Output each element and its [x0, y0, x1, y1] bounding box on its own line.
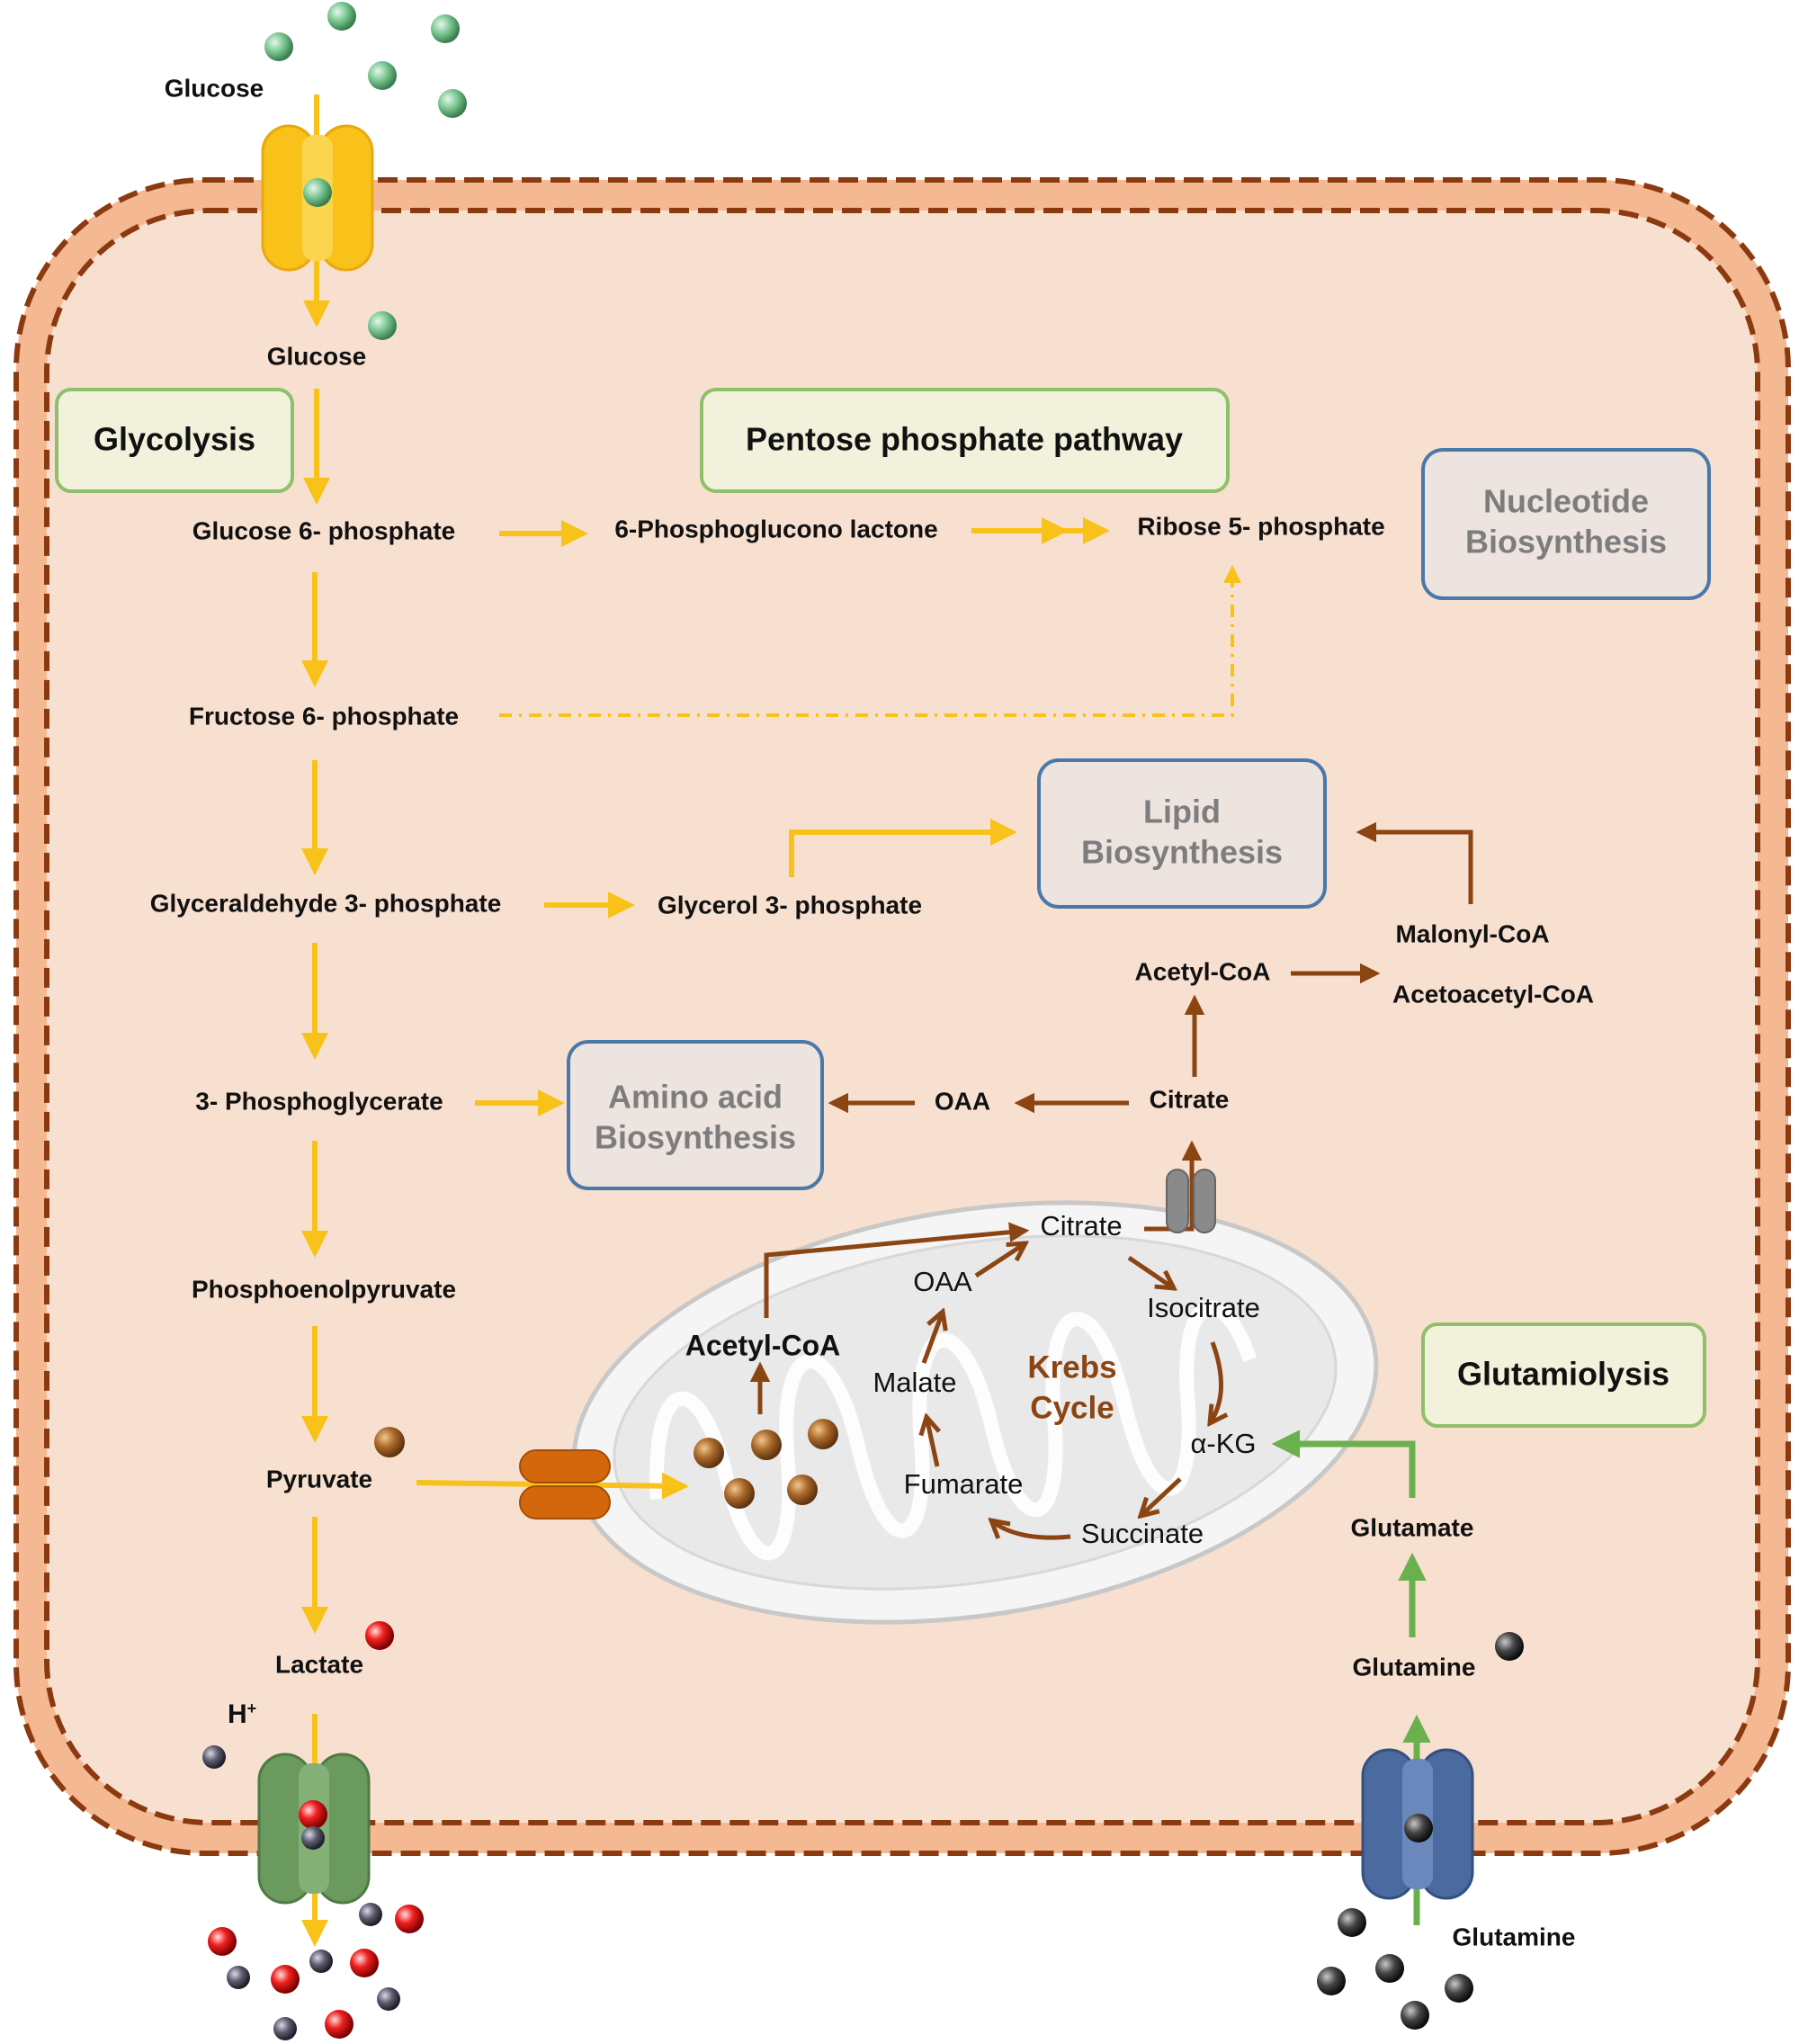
krebs-malate-label: Malate [873, 1367, 956, 1398]
arrow-acetylcoa-citrate [764, 1222, 1030, 1318]
g3p-label: Glycerol 3- phosphate [658, 891, 922, 919]
arrow-fumarate-malate [926, 1417, 937, 1467]
pyruvate-transporter [519, 1449, 611, 1520]
arrow-f6p-r5p-dashed [499, 565, 1241, 717]
pep-label: Phosphoenolpyruvate [192, 1275, 456, 1303]
krebs-citrate-label: Citrate [1040, 1210, 1122, 1242]
lactate-molecules [208, 1621, 424, 2039]
amino-label-2: Biosynthesis [595, 1119, 796, 1156]
oaa-cyto-label: OAA [935, 1087, 990, 1115]
krebs-title-2: Cycle [1030, 1390, 1114, 1425]
malonyl-coa-label: Malonyl-CoA [1395, 919, 1549, 947]
glycolysis-label: Glycolysis [94, 421, 255, 458]
krebs-acetyl-coa-label: Acetyl-CoA [685, 1329, 840, 1361]
citrate-cyto-label: Citrate [1150, 1085, 1230, 1113]
citrate-transporter [1166, 1169, 1216, 1233]
amino-acid-biosynthesis-box: Amino acid Biosynthesis [567, 1040, 824, 1190]
proton-label: H+ [228, 1699, 256, 1729]
glutaminolysis-box: Glutamiolysis [1421, 1322, 1706, 1428]
arrow-isocitrate-akg [1210, 1341, 1221, 1423]
nucleotide-label-1: Nucleotide [1483, 483, 1649, 520]
krebs-oaa-label: OAA [913, 1266, 972, 1297]
glutamate-label: Glutamate [1351, 1513, 1474, 1541]
glucose-label: Glucose [267, 342, 366, 370]
arrow-succinate-fumarate [991, 1520, 1071, 1540]
arrow-g3p-lipid [789, 819, 1017, 877]
3pg-label: 3- Phosphoglycerate [195, 1087, 443, 1115]
krebs-akg-label: α-KG [1190, 1428, 1256, 1459]
krebs-arrows [749, 821, 1473, 1540]
arrow-mito-citrate-export [1144, 1140, 1203, 1232]
ga3p-label: Glyceraldehyde 3- phosphate [150, 889, 502, 917]
proton-molecules [202, 1745, 400, 2040]
pyruvate-label: Pyruvate [266, 1465, 372, 1493]
nucleotide-label-2: Biosynthesis [1465, 524, 1667, 560]
outside-glutamine-label: Glutamine [1453, 1923, 1576, 1950]
arrow-citrate-isocitrate [1127, 1255, 1174, 1288]
outside-glucose-label: Glucose [165, 74, 264, 102]
r5p-label: Ribose 5- phosphate [1137, 512, 1384, 540]
arrow-glutamate-akg [1271, 1430, 1416, 1498]
glucose-transporter [261, 124, 374, 272]
lipid-biosynthesis-box: Lipid Biosynthesis [1037, 758, 1327, 909]
pyruvate-molecules [374, 1419, 838, 1509]
arrow-malate-oaa [921, 1312, 943, 1364]
ppp-label: Pentose phosphate pathway [746, 421, 1183, 458]
lipid-label-1: Lipid [1143, 793, 1221, 830]
acetyl-coa-cyto-label: Acetyl-CoA [1135, 957, 1271, 985]
krebs-isocitrate-label: Isocitrate [1147, 1292, 1260, 1323]
lipid-label-2: Biosynthesis [1081, 834, 1283, 871]
lactate-label: Lactate [275, 1650, 363, 1678]
ppp-box: Pentose phosphate pathway [700, 388, 1230, 493]
arrow-akg-succinate [1141, 1477, 1182, 1516]
glycolysis-box: Glycolysis [55, 388, 294, 493]
amino-label-1: Amino acid [608, 1079, 783, 1116]
arrow-pyruvate-mito [416, 1472, 689, 1500]
glutamine-transporter [1361, 1748, 1474, 1900]
glutaminolysis-label: Glutamiolysis [1457, 1356, 1669, 1393]
glutamine-label: Glutamine [1353, 1653, 1476, 1681]
krebs-fumarate-label: Fumarate [904, 1468, 1024, 1500]
krebs-title-1: Krebs [1027, 1349, 1116, 1385]
g6p-label: Glucose 6- phosphate [192, 516, 456, 544]
f6p-label: Fructose 6- phosphate [189, 702, 459, 730]
lactone-label: 6-Phosphoglucono lactone [614, 515, 937, 542]
arrow-oaa-citrate [974, 1243, 1025, 1278]
lactate-transporter [257, 1753, 371, 1905]
glucose-molecules [264, 2, 467, 340]
arrow-malonyl-lipid [1356, 821, 1473, 904]
glutamine-molecules [1317, 1632, 1524, 2030]
acetoacetyl-coa-label: Acetoacetyl-CoA [1392, 980, 1594, 1008]
glycolysis-arrows [301, 94, 1241, 1947]
krebs-succinate-label: Succinate [1081, 1518, 1204, 1549]
nucleotide-biosynthesis-box: Nucleotide Biosynthesis [1421, 448, 1711, 600]
